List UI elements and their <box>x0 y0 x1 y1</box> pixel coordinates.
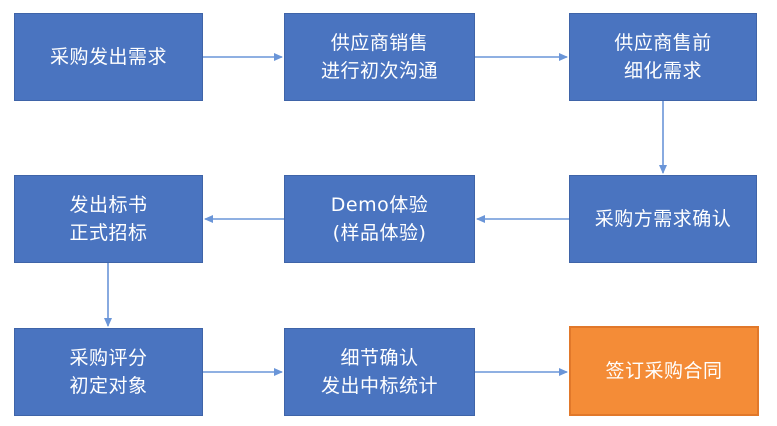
step-label: Demo体验 <box>330 194 429 216</box>
step-demo-experience: Demo体验 (样品体验) <box>284 175 475 263</box>
step-label: 采购发出需求 <box>49 46 167 68</box>
step-label-line2: 发出中标统计 <box>320 375 438 397</box>
step-label: 发出标书 <box>69 194 148 216</box>
step-vendor-presales-refine-demand: 供应商售前 细化需求 <box>569 13 757 101</box>
step-buyer-confirms-demand: 采购方需求确认 <box>569 175 757 263</box>
step-procurement-issues-demand: 采购发出需求 <box>14 13 203 101</box>
step-label: 采购评分 <box>69 347 148 369</box>
step-label-line2: (样品体验) <box>332 222 427 244</box>
step-sign-contract: 签订采购合同 <box>569 326 759 416</box>
step-label: 供应商销售 <box>330 32 429 54</box>
step-label-line2: 正式招标 <box>69 222 148 244</box>
step-detail-confirmation: 细节确认 发出中标统计 <box>284 328 475 416</box>
step-label: 签订采购合同 <box>605 360 723 382</box>
step-label-line2: 细化需求 <box>623 60 702 82</box>
step-label: 细节确认 <box>340 347 419 369</box>
step-issue-tender: 发出标书 正式招标 <box>14 175 203 263</box>
step-label-line2: 初定对象 <box>69 375 148 397</box>
step-label: 供应商售前 <box>614 32 712 54</box>
step-vendor-sales-initial-contact: 供应商销售 进行初次沟通 <box>284 13 475 101</box>
step-procurement-scoring: 采购评分 初定对象 <box>14 328 203 416</box>
step-label-line2: 进行初次沟通 <box>320 60 438 82</box>
step-label: 采购方需求确认 <box>594 208 732 230</box>
